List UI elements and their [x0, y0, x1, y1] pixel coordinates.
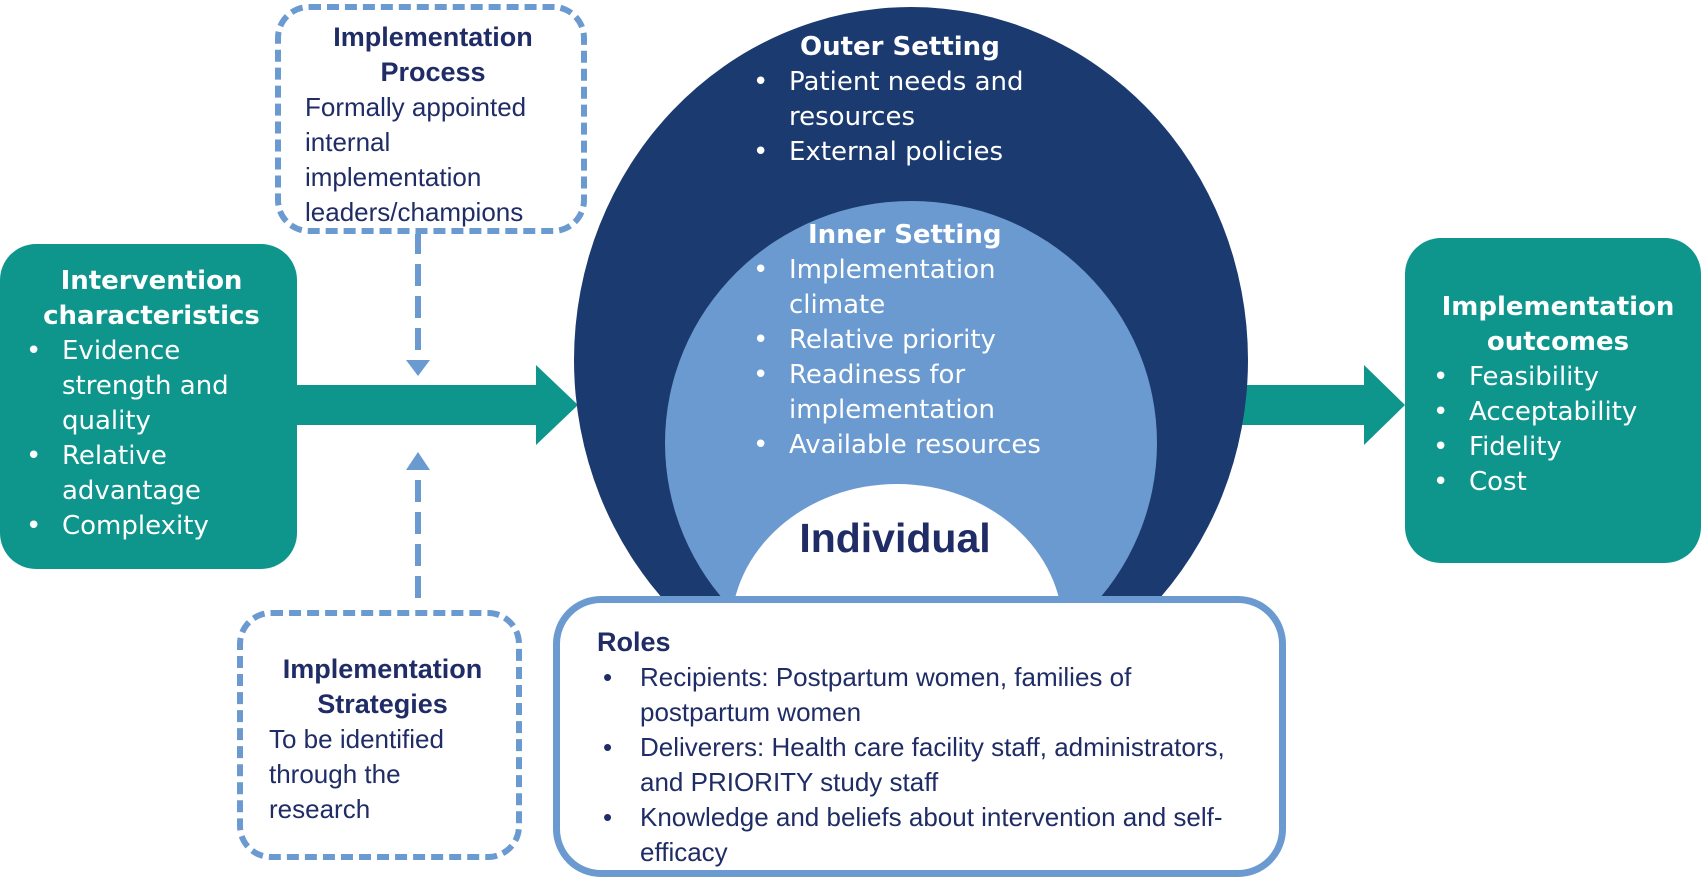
role-item: Deliverers: Health care facility staff, … [597, 730, 1239, 800]
process-connector [406, 232, 430, 376]
inner-setting-title: Inner Setting [808, 220, 1002, 250]
outer-setting-text: Outer Setting Patient needs and resource… [745, 30, 1075, 170]
implementation-process-text: Formally appointed internal implementati… [305, 92, 527, 227]
outcome-item: Feasibility [1425, 360, 1691, 395]
role-item: Knowledge and beliefs about intervention… [597, 800, 1239, 870]
intervention-characteristics-box: Intervention characteristics Evidence st… [0, 244, 297, 569]
strategies-text: To be identified through the research [269, 724, 444, 824]
inner-setting-list: Implementation climate Relative priority… [745, 253, 1075, 463]
outcomes-title: Implementation outcomes [1441, 292, 1675, 357]
right-arrow [1240, 365, 1405, 445]
individual-title: Individual [799, 515, 991, 561]
implementation-process-title: Implementation Process [333, 22, 533, 87]
roles-box: Roles Recipients: Postpartum women, fami… [553, 596, 1286, 877]
outer-setting-title: Outer Setting [800, 32, 1000, 62]
roles-title: Roles [597, 627, 671, 657]
intervention-item: Relative advantage [18, 439, 285, 509]
intervention-title: Intervention characteristics [43, 266, 260, 331]
intervention-item: Complexity [18, 509, 285, 544]
intervention-item: Evidence strength and quality [18, 334, 285, 439]
left-arrow [290, 365, 578, 445]
outer-setting-item: Patient needs and resources [745, 65, 1075, 135]
outcome-item: Acceptability [1425, 395, 1691, 430]
intervention-list: Evidence strength and quality Relative a… [18, 334, 285, 544]
outer-setting-item: External policies [745, 135, 1075, 170]
outcomes-list: Feasibility Acceptability Fidelity Cost [1425, 360, 1691, 500]
outcome-item: Cost [1425, 465, 1691, 500]
strategies-connector [406, 452, 430, 598]
outcome-item: Fidelity [1425, 430, 1691, 465]
implementation-process-box: Implementation Process Formally appointe… [275, 4, 587, 234]
role-item: Recipients: Postpartum women, families o… [597, 660, 1239, 730]
inner-setting-item: Relative priority [745, 323, 1075, 358]
implementation-outcomes-box: Implementation outcomes Feasibility Acce… [1405, 238, 1701, 563]
roles-list: Recipients: Postpartum women, families o… [597, 660, 1239, 870]
strategies-title: Implementation Strategies [282, 654, 483, 719]
outer-setting-list: Patient needs and resources External pol… [745, 65, 1075, 170]
inner-setting-item: Implementation climate [745, 253, 1075, 323]
inner-setting-text: Inner Setting Implementation climate Rel… [745, 218, 1075, 463]
inner-setting-item: Readiness for implementation [745, 358, 1075, 428]
implementation-strategies-box: Implementation Strategies To be identifi… [237, 610, 522, 860]
inner-setting-item: Available resources [745, 428, 1075, 463]
